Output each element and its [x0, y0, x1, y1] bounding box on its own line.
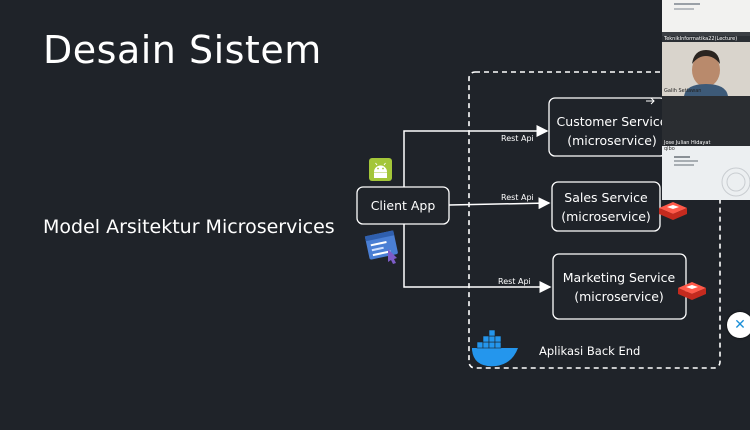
sales-service-subtitle: (microservice) [561, 209, 651, 224]
client-app-label: Client App [371, 198, 436, 213]
slide-subtitle: Model Arsitektur Microservices [43, 216, 335, 238]
arrow-label-customer: Rest Api [501, 134, 534, 143]
participant-name: Jose Julian Hidayat [664, 140, 711, 146]
tile-banner: TeknikInformatika22(Lecture) [662, 36, 750, 42]
connector-marketing [403, 222, 552, 293]
video-tile-screen[interactable] [662, 0, 750, 36]
android-icon [369, 158, 392, 181]
participant-name: Galih Setiawan [664, 88, 702, 94]
marketing-service-subtitle: (microservice) [574, 289, 664, 304]
redis-icon [678, 282, 706, 300]
shared-doc-preview [674, 156, 750, 197]
connector-customer [403, 125, 549, 190]
video-tile-participant[interactable]: TeknikInformatika22(Lecture) Galih Setia… [662, 36, 750, 96]
video-tile-screen[interactable]: qlbo [662, 146, 750, 200]
connector-sales [448, 197, 551, 210]
redis-icon [659, 202, 687, 220]
tile-name-bar [662, 32, 750, 36]
marketing-service-box [552, 253, 687, 320]
backend-label: Aplikasi Back End [539, 344, 640, 358]
customer-service-title: Customer Service [557, 114, 668, 129]
customer-service-subtitle: (microservice) [567, 133, 657, 148]
backend-container [468, 71, 721, 369]
client-app-box [356, 186, 450, 225]
sales-service-title: Sales Service [564, 190, 648, 205]
doc-line [674, 8, 694, 10]
sales-service-box [551, 181, 661, 232]
arrow-right-icon [646, 97, 655, 105]
video-tile-participant[interactable]: Jose Julian Hidayat [662, 96, 750, 146]
docker-whale-icon [472, 329, 518, 367]
slide-title: Desain Sistem [43, 28, 322, 72]
participant-name: qlbo [664, 146, 675, 152]
arrow-label-sales: Rest Api [501, 193, 534, 202]
arrow-label-marketing: Rest Api [498, 277, 531, 286]
close-x-icon[interactable]: ✕ [727, 312, 750, 338]
browser-code-icon [364, 230, 398, 264]
doc-line [674, 3, 700, 5]
participant-avatar [684, 50, 728, 96]
meeting-name: TeknikInformatika22(Lecture) [664, 36, 738, 42]
marketing-service-title: Marketing Service [563, 270, 676, 285]
